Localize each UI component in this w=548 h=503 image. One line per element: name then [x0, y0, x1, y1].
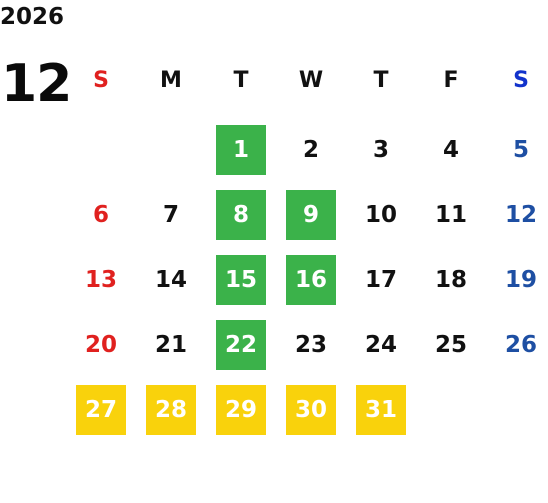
day-cell-30[interactable]: 30	[286, 385, 336, 435]
weekday-header: S	[93, 67, 109, 93]
day-cell-28[interactable]: 28	[146, 385, 196, 435]
day-cell-12[interactable]: 12	[504, 202, 537, 228]
weekday-header: S	[513, 67, 529, 93]
day-cell-14[interactable]: 14	[154, 267, 187, 293]
day-cell-1[interactable]: 1	[216, 125, 266, 175]
calendar-year: 2026	[0, 4, 65, 30]
day-cell-4[interactable]: 4	[442, 137, 459, 163]
day-cell-5[interactable]: 5	[512, 137, 529, 163]
day-cell-7[interactable]: 7	[162, 202, 179, 228]
day-cell-15[interactable]: 15	[216, 255, 266, 305]
day-cell-9[interactable]: 9	[286, 190, 336, 240]
day-cell-29[interactable]: 29	[216, 385, 266, 435]
weekday-header: W	[298, 67, 324, 93]
day-cell-16[interactable]: 16	[286, 255, 336, 305]
day-cell-17[interactable]: 17	[364, 267, 397, 293]
day-cell-25[interactable]: 25	[434, 332, 467, 358]
day-cell-10[interactable]: 10	[364, 202, 397, 228]
weekday-header: T	[233, 67, 249, 93]
day-cell-27[interactable]: 27	[76, 385, 126, 435]
day-cell-22[interactable]: 22	[216, 320, 266, 370]
day-cell-23[interactable]: 23	[294, 332, 327, 358]
day-cell-2[interactable]: 2	[302, 137, 319, 163]
weekday-header: M	[160, 67, 182, 93]
day-cell-13[interactable]: 13	[84, 267, 117, 293]
day-cell-11[interactable]: 11	[434, 202, 467, 228]
day-cell-8[interactable]: 8	[216, 190, 266, 240]
day-cell-19[interactable]: 19	[504, 267, 537, 293]
weekday-header: F	[443, 67, 459, 93]
day-cell-6[interactable]: 6	[92, 202, 109, 228]
day-cell-20[interactable]: 20	[84, 332, 117, 358]
day-cell-24[interactable]: 24	[364, 332, 397, 358]
day-cell-18[interactable]: 18	[434, 267, 467, 293]
day-cell-3[interactable]: 3	[372, 137, 389, 163]
day-cell-31[interactable]: 31	[356, 385, 406, 435]
weekday-header: T	[373, 67, 389, 93]
calendar-month: 12	[1, 54, 72, 114]
day-cell-26[interactable]: 26	[504, 332, 537, 358]
day-cell-21[interactable]: 21	[154, 332, 187, 358]
